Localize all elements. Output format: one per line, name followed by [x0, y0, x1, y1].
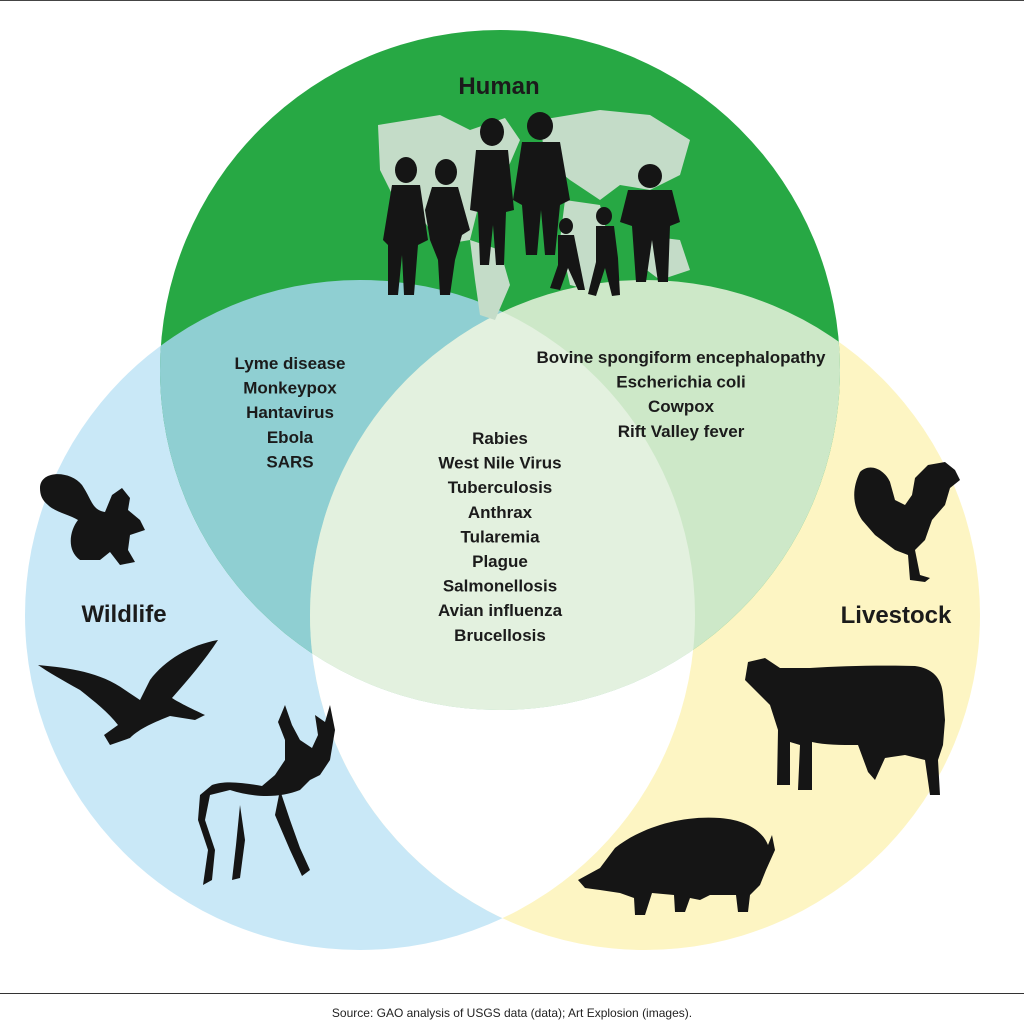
disease-label: Anthrax	[468, 503, 533, 522]
disease-label: Rabies	[472, 429, 528, 448]
disease-label: Bovine spongiform encephalopathy	[536, 348, 826, 367]
squirrel-icon	[40, 474, 145, 565]
wildlife-label: Wildlife	[81, 601, 166, 628]
livestock-label: Livestock	[841, 602, 952, 629]
person-silhouette	[620, 164, 680, 282]
disease-label: Ebola	[267, 428, 314, 447]
cow-icon	[745, 658, 945, 795]
disease-label: Brucellosis	[454, 626, 546, 645]
human-livestock-diseases: Bovine spongiform encephalopathyEscheric…	[536, 348, 826, 441]
disease-label: Tuberculosis	[448, 478, 553, 497]
person-silhouette	[425, 159, 470, 295]
child-silhouette	[588, 207, 620, 296]
source-note: Source: GAO analysis of USGS data (data)…	[331, 1006, 693, 1020]
disease-label: Avian influenza	[438, 601, 563, 620]
disease-label: Tularemia	[460, 527, 540, 546]
top-rule	[0, 0, 1024, 1]
bird-icon	[38, 640, 218, 745]
disease-label: Plague	[472, 552, 528, 571]
disease-label: Rift Valley fever	[618, 422, 745, 441]
all-three-overlap	[310, 280, 695, 710]
disease-label: Salmonellosis	[443, 577, 557, 596]
deer-icon	[198, 705, 335, 885]
pig-icon	[578, 817, 775, 915]
human-label: Human	[458, 73, 539, 100]
disease-label: Lyme disease	[235, 354, 346, 373]
bottom-rule	[0, 993, 1024, 994]
venn-diagram: Human Wildlife Livestock Lyme diseaseMon…	[25, 30, 980, 950]
child-silhouette	[550, 218, 585, 290]
rooster-icon	[854, 462, 960, 582]
person-silhouette	[383, 157, 428, 295]
disease-label: West Nile Virus	[438, 454, 561, 473]
person-silhouette	[470, 118, 514, 265]
person-silhouette	[513, 112, 570, 255]
disease-label: Cowpox	[648, 397, 715, 416]
disease-label: SARS	[266, 452, 313, 471]
disease-label: Escherichia coli	[616, 373, 745, 392]
people-silhouettes-icon	[383, 112, 680, 296]
disease-label: Monkeypox	[243, 379, 337, 398]
disease-label: Hantavirus	[246, 403, 334, 422]
